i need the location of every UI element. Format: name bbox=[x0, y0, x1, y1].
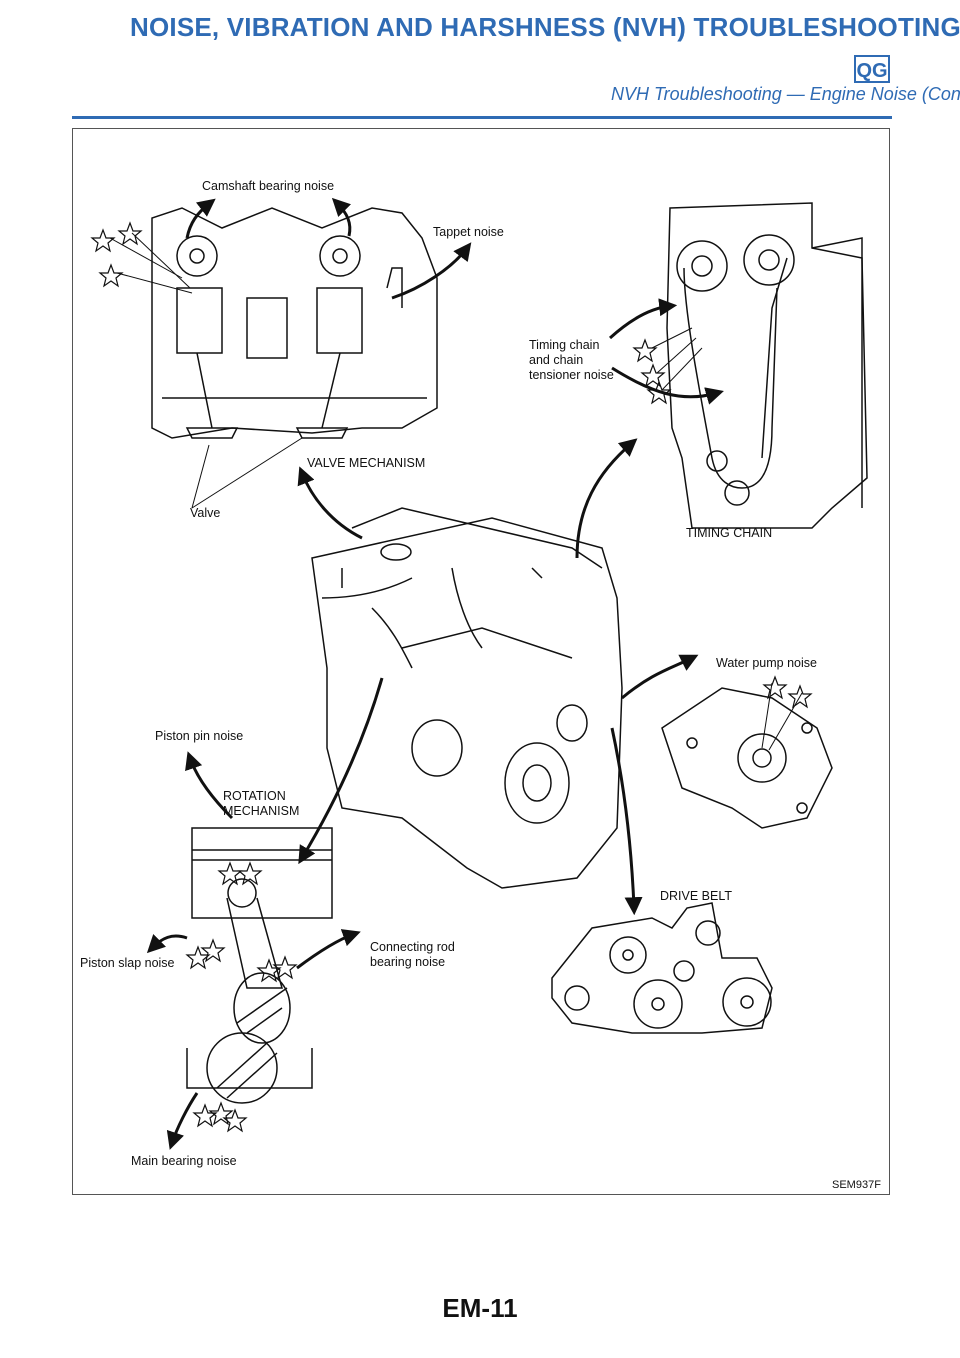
figure-id: SEM937F bbox=[832, 1179, 881, 1191]
water-pump-drawing bbox=[661, 687, 833, 829]
label-timing-chain-noise: Timing chain and chain tensioner noise bbox=[529, 338, 614, 382]
piston-drawing bbox=[186, 827, 333, 1104]
drive-belt-drawing bbox=[551, 902, 773, 1034]
timing-chain-drawing bbox=[666, 202, 868, 529]
label-valve-mechanism: VALVE MECHANISM bbox=[307, 456, 426, 470]
engine-code-badge: QG bbox=[854, 55, 890, 83]
label-water-pump-noise: Water pump noise bbox=[716, 656, 817, 670]
label-rotation-mechanism: ROTATION MECHANISM bbox=[223, 789, 300, 818]
label-drive-belt: DRIVE BELT bbox=[660, 889, 733, 903]
noise-point-markers bbox=[90, 221, 813, 1133]
section-title: NOISE, VIBRATION AND HARSHNESS (NVH) TRO… bbox=[130, 12, 960, 42]
page-number: EM-11 bbox=[442, 1293, 518, 1323]
figure-frame bbox=[72, 128, 890, 1195]
valve-mechanism-drawing bbox=[151, 207, 438, 439]
label-main-bearing-noise: Main bearing noise bbox=[131, 1154, 237, 1168]
section-subtitle: NVH Troubleshooting — Engine Noise (Cont… bbox=[611, 84, 960, 104]
label-valve: Valve bbox=[190, 506, 221, 520]
label-piston-pin-noise: Piston pin noise bbox=[155, 729, 244, 743]
label-timing-chain: TIMING CHAIN bbox=[686, 526, 773, 540]
label-camshaft-bearing-noise: Camshaft bearing noise bbox=[202, 179, 335, 193]
engine-noise-diagram bbox=[90, 197, 868, 1150]
label-connecting-rod-bearing-noise: Connecting rod bearing noise bbox=[370, 940, 455, 969]
label-piston-slap-noise: Piston slap noise bbox=[80, 956, 175, 970]
header-rule bbox=[72, 116, 892, 119]
engine-block-drawing bbox=[311, 507, 623, 889]
label-tappet-noise: Tappet noise bbox=[433, 225, 504, 239]
